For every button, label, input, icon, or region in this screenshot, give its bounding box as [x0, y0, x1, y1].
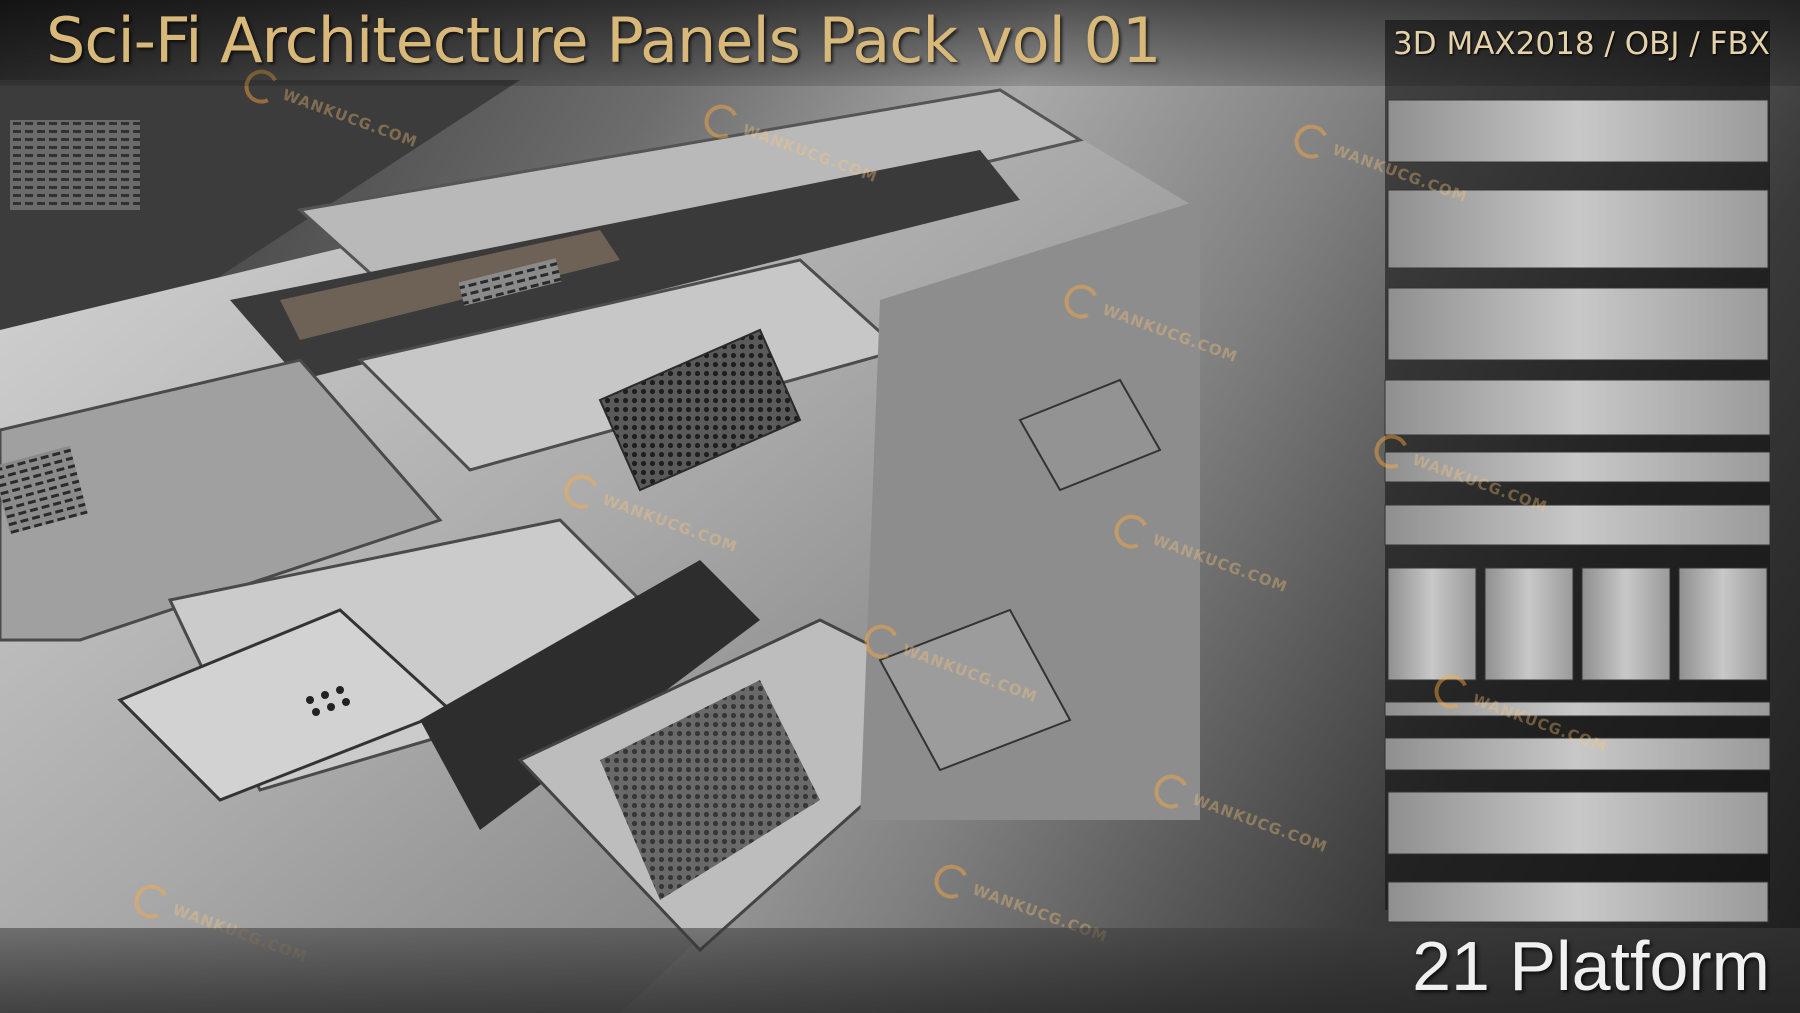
product-title: Sci-Fi Architecture Panels Pack vol 01	[46, 4, 1161, 77]
right-hatch-2	[1018, 378, 1162, 492]
thumb-6	[1384, 504, 1771, 546]
thumb-7d	[1678, 567, 1768, 681]
thumb-7a	[1387, 567, 1477, 681]
platform-count: 21 Platform	[1412, 927, 1770, 1005]
thumb-4	[1384, 379, 1771, 436]
file-formats: 3D MAX2018 / OBJ / FBX	[1393, 26, 1770, 62]
recessed-channel	[230, 150, 1020, 380]
dark-vent	[10, 120, 140, 210]
thumbnail-column	[1384, 20, 1771, 923]
title-bar	[0, 0, 1800, 86]
thumb-5	[1384, 451, 1771, 483]
thumb-1	[1387, 99, 1769, 163]
thumb-7c	[1581, 567, 1671, 681]
thumb-7b	[1484, 567, 1574, 681]
left-vent	[0, 445, 88, 535]
lower-panel-left	[0, 358, 443, 642]
dark-trench	[420, 560, 760, 830]
thumb-3	[1387, 287, 1769, 361]
grill-vent	[598, 328, 802, 492]
thumb-2	[1387, 189, 1769, 269]
thumb-8	[1384, 701, 1771, 717]
right-hatch	[878, 608, 1072, 772]
pipe-rack	[280, 230, 620, 340]
thumb-11	[1387, 881, 1769, 923]
bottom-bar	[0, 928, 1800, 1013]
thumb-9	[1384, 737, 1771, 771]
perforated-plate	[600, 680, 820, 900]
hatch-holes	[306, 686, 350, 716]
thumb-10	[1387, 791, 1769, 855]
slot-vent	[458, 258, 562, 306]
